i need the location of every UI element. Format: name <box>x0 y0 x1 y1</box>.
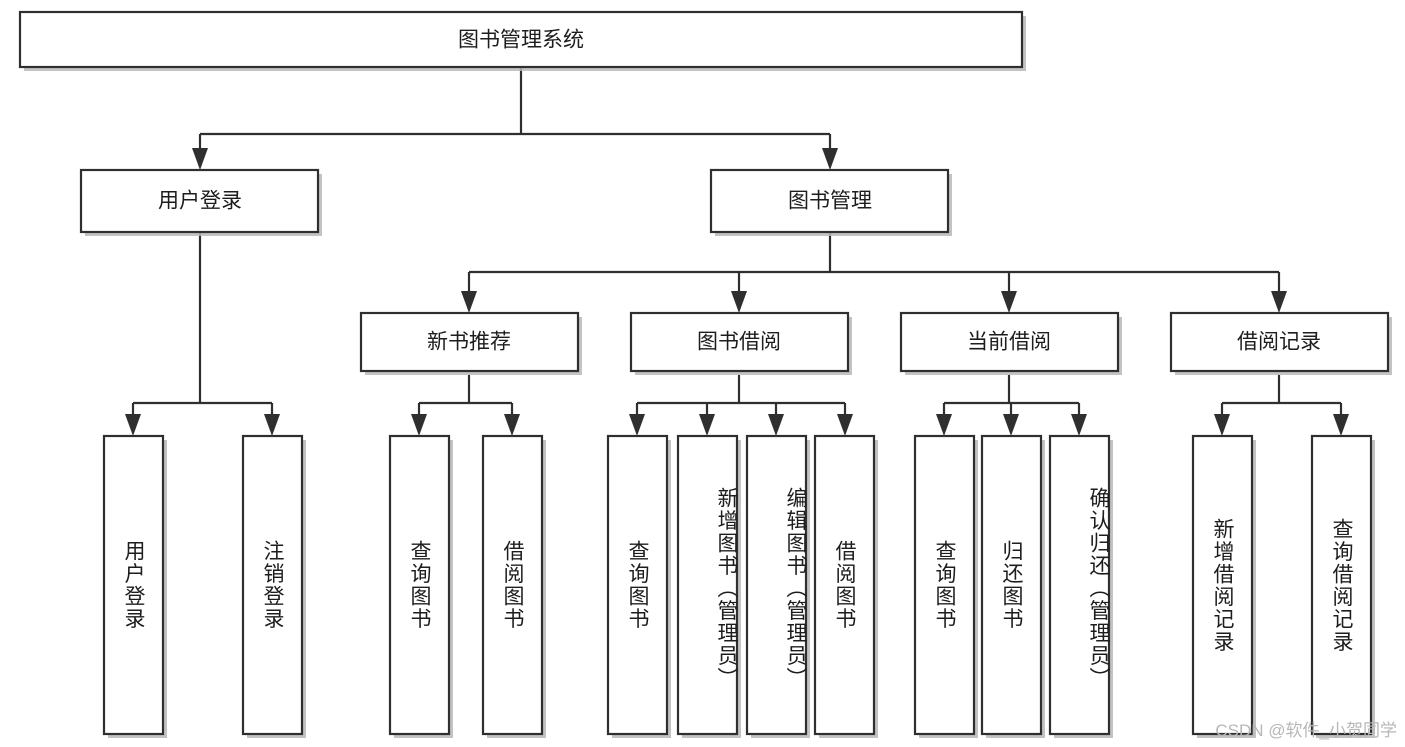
leaf-box-return-book[interactable] <box>980 434 1043 736</box>
current-borrow-box[interactable] <box>899 311 1120 373</box>
arrow-to-current-borrow <box>1001 291 1017 313</box>
arrow-to-leaf-query-book-3 <box>936 414 952 436</box>
leaf-box-logout[interactable] <box>241 434 304 736</box>
arrow-to-leaf-query-record <box>1333 414 1349 436</box>
arrow-to-borrow-record <box>1271 291 1287 313</box>
root-label: 图书管理系统 <box>458 29 584 52</box>
connector-currentborrow-to-leaves <box>942 375 1081 422</box>
connector-borrowrecord-to-leaves <box>1220 375 1343 422</box>
borrow-record-label: 借阅记录 <box>1237 331 1321 354</box>
new-book-recommend-box[interactable] <box>359 311 580 373</box>
arrow-to-leaf-query-book-2 <box>629 414 645 436</box>
new-book-recommend-label: 新书推荐 <box>427 331 511 354</box>
node-root[interactable]: 图书管理系统 <box>18 10 1026 71</box>
node-borrow-record[interactable]: 借阅记录 <box>1169 311 1392 375</box>
leaf-box-add-record[interactable] <box>1191 434 1254 736</box>
leaf-box-borrow-book-2[interactable] <box>813 434 876 736</box>
user-login-label: 用户登录 <box>158 190 242 213</box>
arrow-to-leaf-add-record <box>1214 414 1230 436</box>
arrow-to-book-borrow <box>731 291 747 313</box>
arrow-to-book-manage <box>822 148 838 170</box>
arrow-to-leaf-return-book <box>1003 414 1019 436</box>
csdn-watermark: CSDN @软件_小贺同学 <box>1215 721 1397 740</box>
arrow-to-leaf-query-book-1 <box>411 414 427 436</box>
connector-userlogin-to-bus <box>131 232 274 422</box>
leaf-box-query-book-3[interactable] <box>913 434 976 736</box>
leaf-box-add-book[interactable] <box>676 434 739 736</box>
node-user-login[interactable]: 用户登录 <box>79 168 322 236</box>
arrow-to-leaf-borrow-book-1 <box>504 414 520 436</box>
leaf-box-layer <box>102 434 1375 738</box>
arrow-to-new-book-recommend <box>461 291 477 313</box>
node-book-manage[interactable]: 图书管理 <box>709 168 952 236</box>
leaf-box-query-record[interactable] <box>1310 434 1373 736</box>
connector-root-to-bus <box>198 67 832 156</box>
borrow-record-box[interactable] <box>1169 311 1390 373</box>
book-borrow-box[interactable] <box>629 311 850 373</box>
arrow-to-user-login <box>192 148 208 170</box>
node-book-borrow[interactable]: 图书借阅 <box>629 311 852 375</box>
leaf-box-query-book-2[interactable] <box>606 434 669 736</box>
book-manage-box[interactable] <box>709 168 950 234</box>
book-manage-label: 图书管理 <box>788 190 872 213</box>
node-new-book-recommend[interactable]: 新书推荐 <box>359 311 582 375</box>
leaf-box-confirm-return[interactable] <box>1048 434 1111 736</box>
leaf-box-user-login[interactable] <box>102 434 165 736</box>
arrow-to-leaf-user-login <box>125 414 141 436</box>
root-box[interactable] <box>18 10 1024 69</box>
arrow-to-leaf-logout <box>264 414 280 436</box>
current-borrow-label: 当前借阅 <box>967 331 1051 354</box>
connector-bookborrow-to-leaves <box>635 375 847 422</box>
book-borrow-label: 图书借阅 <box>697 331 781 354</box>
leaf-box-borrow-book-1[interactable] <box>481 434 544 736</box>
node-current-borrow[interactable]: 当前借阅 <box>899 311 1122 375</box>
arrow-to-leaf-borrow-book-2 <box>837 414 853 436</box>
leaf-box-query-book-1[interactable] <box>388 434 451 736</box>
connector-newbook-to-leaves <box>417 375 514 422</box>
leaf-box-edit-book[interactable] <box>745 434 808 736</box>
user-login-box[interactable] <box>79 168 320 234</box>
arrow-to-leaf-confirm-return <box>1071 414 1087 436</box>
connector-layer <box>125 67 1349 436</box>
arrow-to-leaf-edit-book <box>768 414 784 436</box>
arrow-to-leaf-add-book <box>699 414 715 436</box>
connector-bookmanage-to-bus <box>467 232 1281 299</box>
